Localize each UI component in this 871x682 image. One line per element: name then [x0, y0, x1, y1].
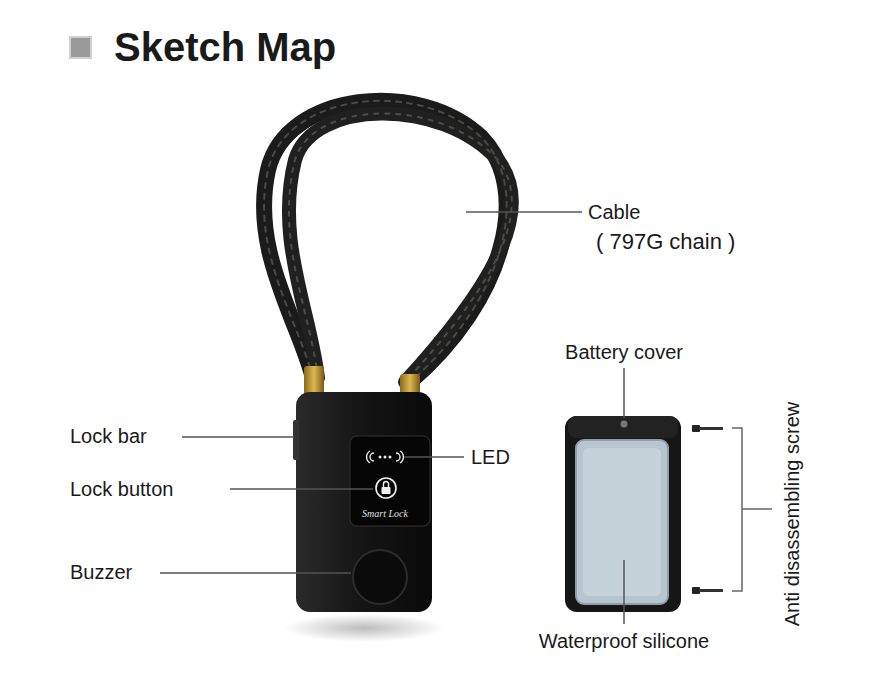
title-bullet — [70, 37, 91, 58]
part-label: Lock bar — [70, 425, 147, 448]
signal-icon — [367, 451, 404, 463]
page-title: Sketch Map — [114, 24, 336, 70]
part-label: Battery cover — [565, 341, 683, 364]
battery-cover — [565, 416, 681, 612]
lock-body — [296, 392, 432, 612]
part-label: Buzzer — [70, 561, 132, 584]
part-label: Lock button — [70, 478, 173, 501]
buzzer — [353, 550, 407, 604]
product-marking: Smart Lock — [362, 508, 408, 520]
lock-button — [376, 478, 396, 498]
part-label: LED — [471, 446, 510, 469]
part-note: ( 797G chain ) — [596, 229, 735, 254]
control-panel — [350, 436, 430, 526]
screw — [692, 425, 723, 594]
part-label: Anti disassembling screw — [781, 402, 804, 627]
cable — [264, 101, 512, 382]
shadow — [284, 614, 444, 642]
waterproof-silicone — [576, 440, 668, 604]
bracket — [732, 428, 772, 591]
leader-line — [160, 212, 624, 624]
lock-bar — [293, 420, 299, 460]
ferrule — [304, 366, 324, 396]
part-label: Waterproof silicone — [539, 630, 709, 653]
part-label: Cable — [588, 201, 640, 224]
